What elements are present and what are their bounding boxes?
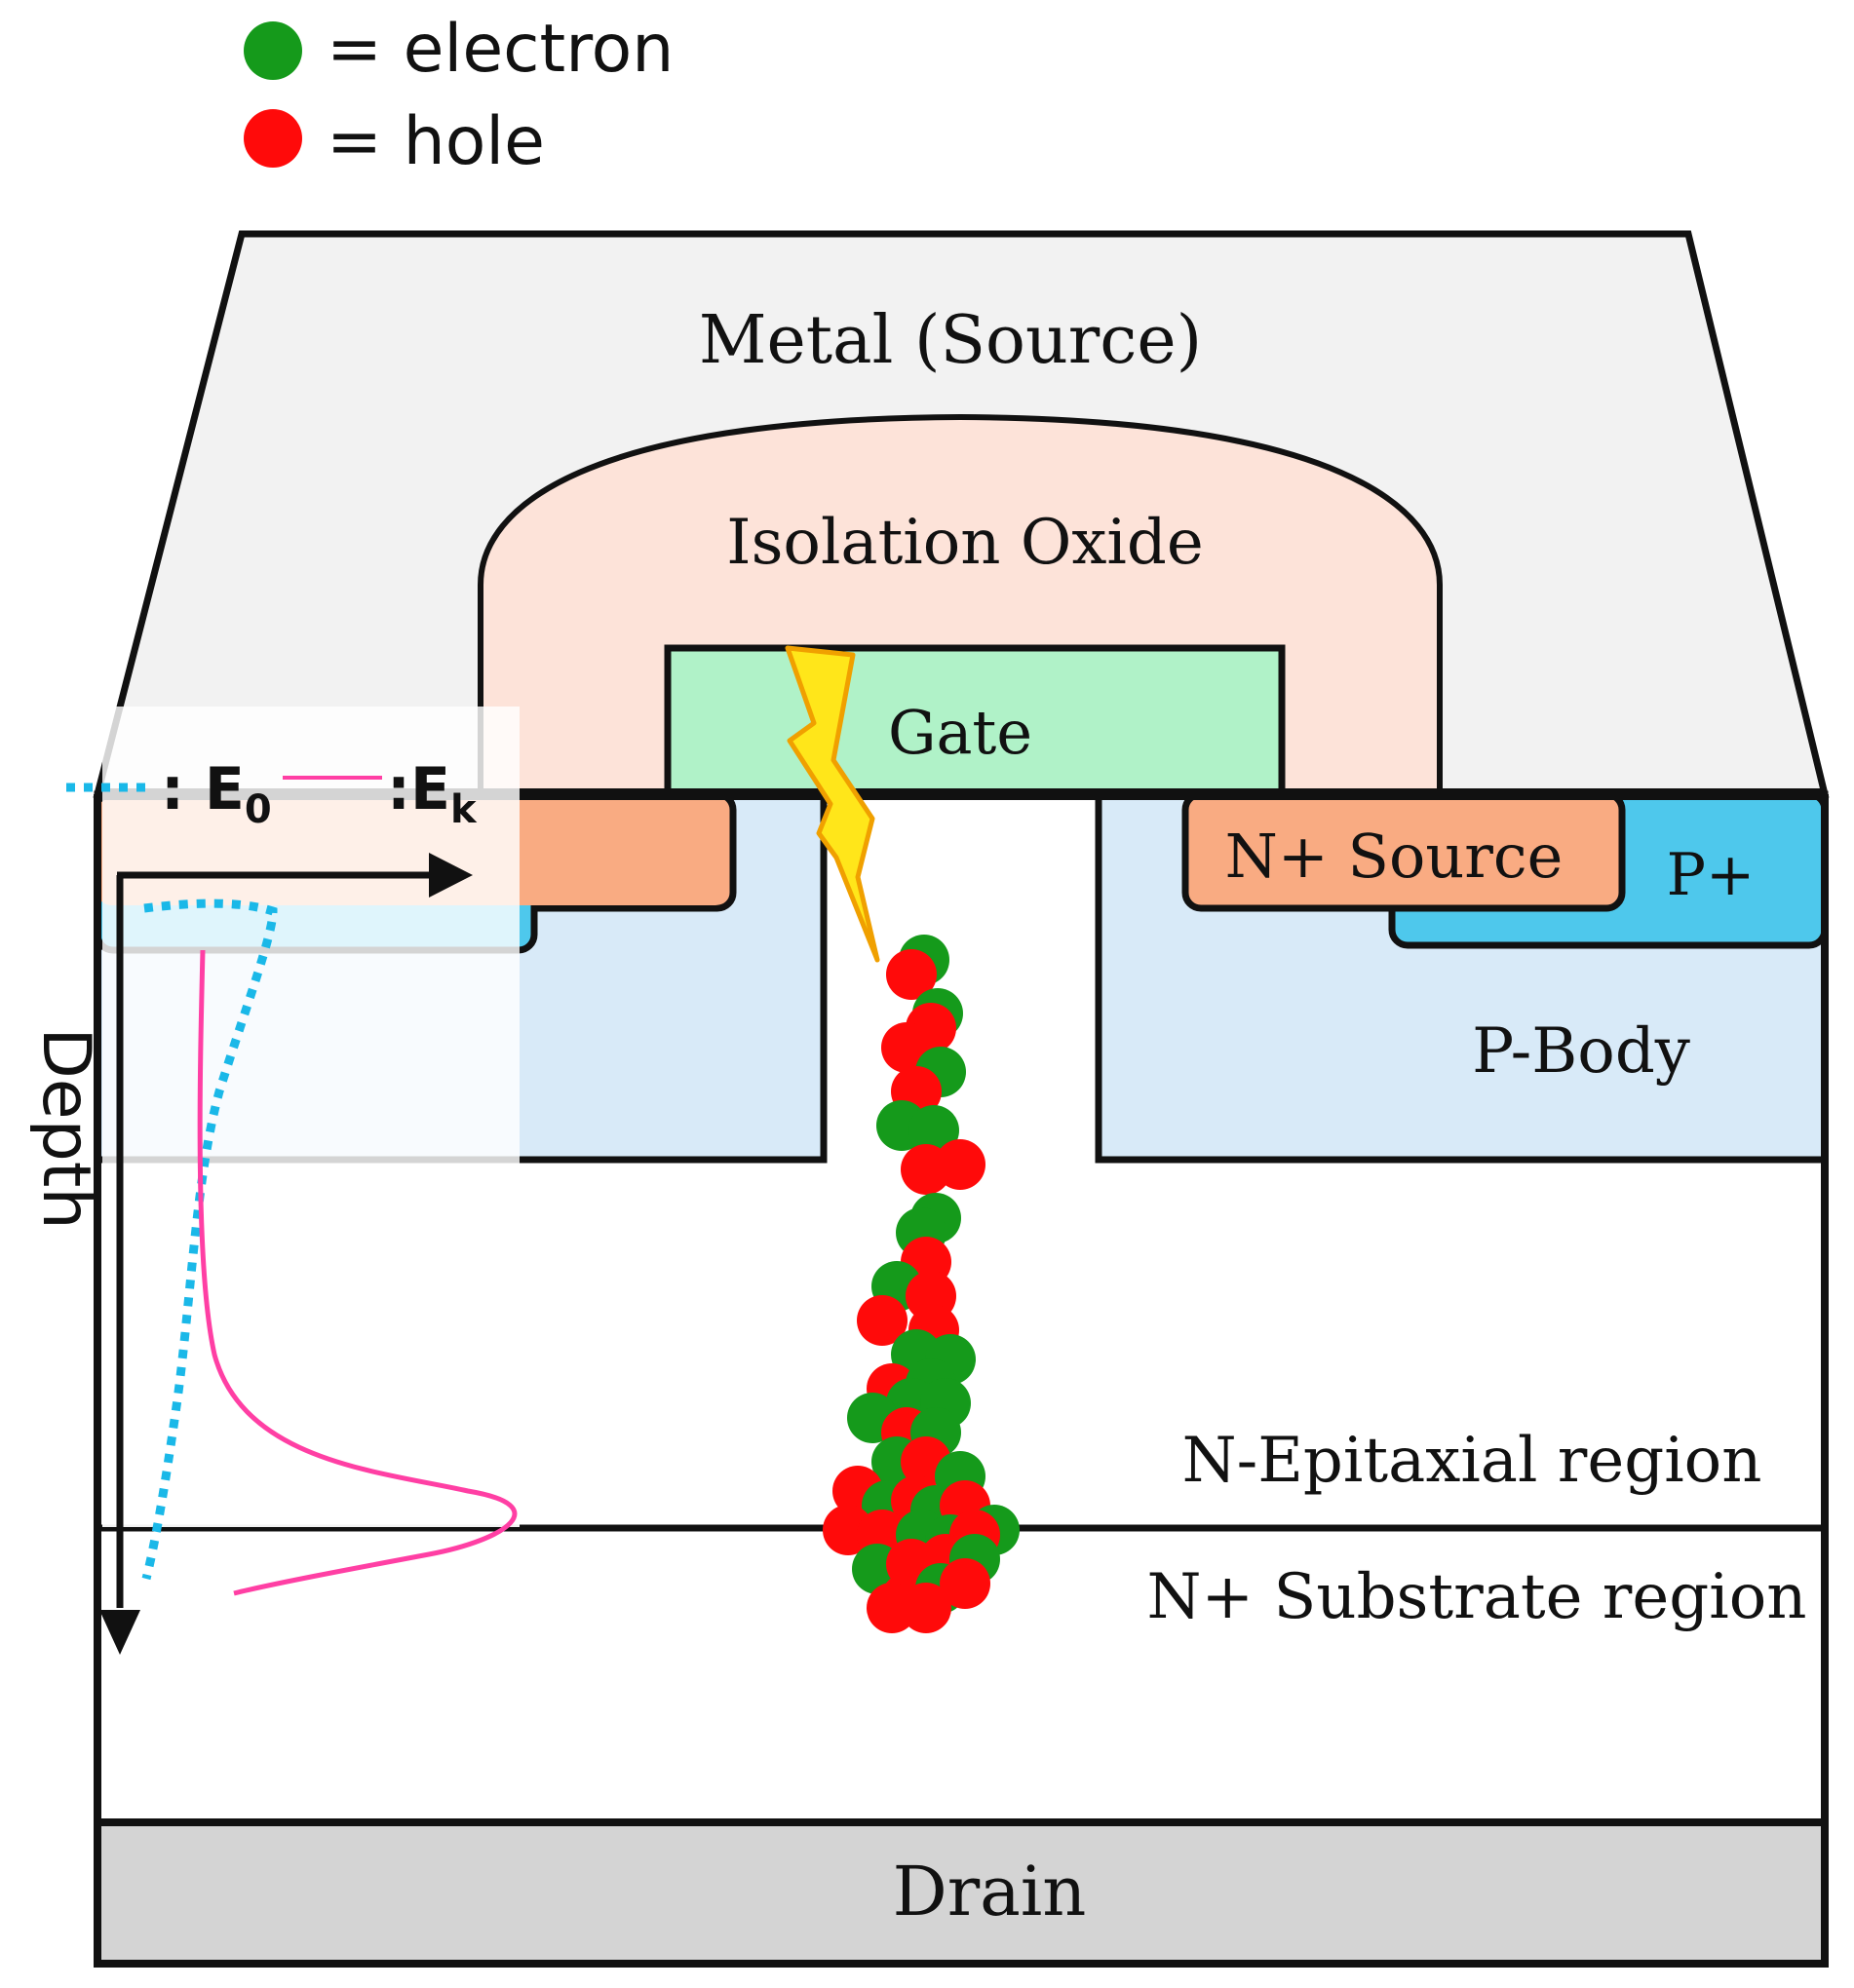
ek-legend-label: :Ek xyxy=(387,755,478,832)
isolation-oxide-label: Isolation Oxide xyxy=(726,507,1203,579)
n-substrate-label: N+ Substrate region xyxy=(1147,1561,1807,1633)
electron-particle xyxy=(908,1105,959,1156)
n-source-label: N+ Source xyxy=(1225,821,1564,892)
drain-label: Drain xyxy=(893,1852,1087,1931)
e0-legend-label: : E0 xyxy=(161,755,272,832)
hole-particle xyxy=(901,1583,951,1633)
gate-label: Gate xyxy=(888,697,1032,768)
ek-profile-curve xyxy=(197,949,518,1596)
drain-region xyxy=(94,1818,1829,1968)
hole-particle xyxy=(940,1558,990,1609)
profile-overlay-lower xyxy=(102,1165,520,1527)
legend-hole-label: = hole xyxy=(327,103,545,180)
p-body-label: P-Body xyxy=(1472,1015,1690,1088)
hole-particle xyxy=(886,949,937,1000)
e0-profile-curve xyxy=(141,898,278,1581)
hole-particle xyxy=(857,1295,908,1346)
profile-overlay xyxy=(102,707,520,1165)
p-plus-label: P+ xyxy=(1667,841,1756,909)
n-epi-label: N-Epitaxial region xyxy=(1182,1425,1762,1497)
depth-axis-label: Depth xyxy=(27,1027,104,1229)
legend-electron-label: = electron xyxy=(327,11,674,88)
x-axis-arrowhead xyxy=(429,853,473,898)
metal-source-label: Metal (Source) xyxy=(699,302,1202,379)
hole-particle xyxy=(901,1144,951,1195)
depth-axis-arrowhead xyxy=(99,1610,140,1655)
legend-hole-dot xyxy=(244,109,302,168)
ion-strike-bolt xyxy=(785,645,880,963)
legend-electron-dot xyxy=(244,21,302,80)
charge-track xyxy=(823,935,1020,1633)
